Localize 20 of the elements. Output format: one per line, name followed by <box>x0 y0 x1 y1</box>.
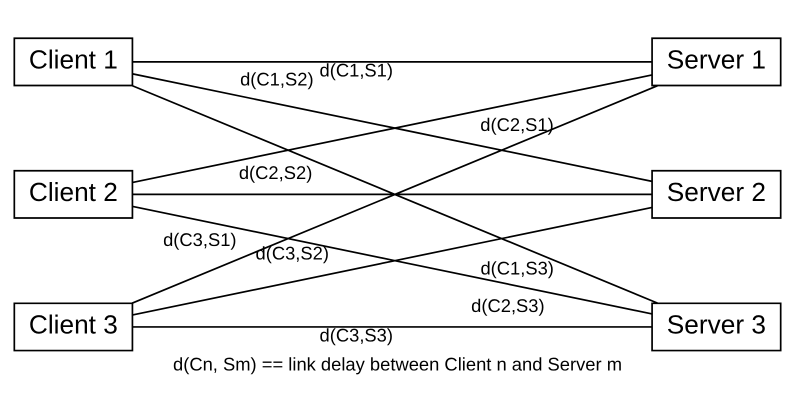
node-box: Server 3 <box>651 302 782 352</box>
connector <box>132 61 652 63</box>
edge-label: d(C3,S3) <box>320 324 394 346</box>
edge-label: d(C1,S3) <box>480 257 554 278</box>
node-box: Client 3 <box>13 302 134 352</box>
edge-label: d(C2,S1) <box>480 114 554 135</box>
caption: d(Cn, Sm) == link delay between Client n and Server m <box>173 354 622 375</box>
node-box: Server 2 <box>651 170 782 219</box>
edge-label: d(C3,S1) <box>163 229 237 250</box>
node-box: Client 2 <box>13 170 134 219</box>
edge-label: d(C1,S1) <box>320 60 394 81</box>
node-box: Client 1 <box>13 37 134 86</box>
connector <box>132 194 652 196</box>
edge-label: d(C2,S2) <box>238 162 312 184</box>
connector <box>132 326 652 328</box>
edge-label: d(C3,S2) <box>255 242 329 264</box>
node-box: Server 1 <box>651 37 782 86</box>
connector <box>132 84 658 304</box>
edge-label: d(C2,S3) <box>471 294 545 316</box>
edge-label: d(C1,S2) <box>240 68 314 90</box>
